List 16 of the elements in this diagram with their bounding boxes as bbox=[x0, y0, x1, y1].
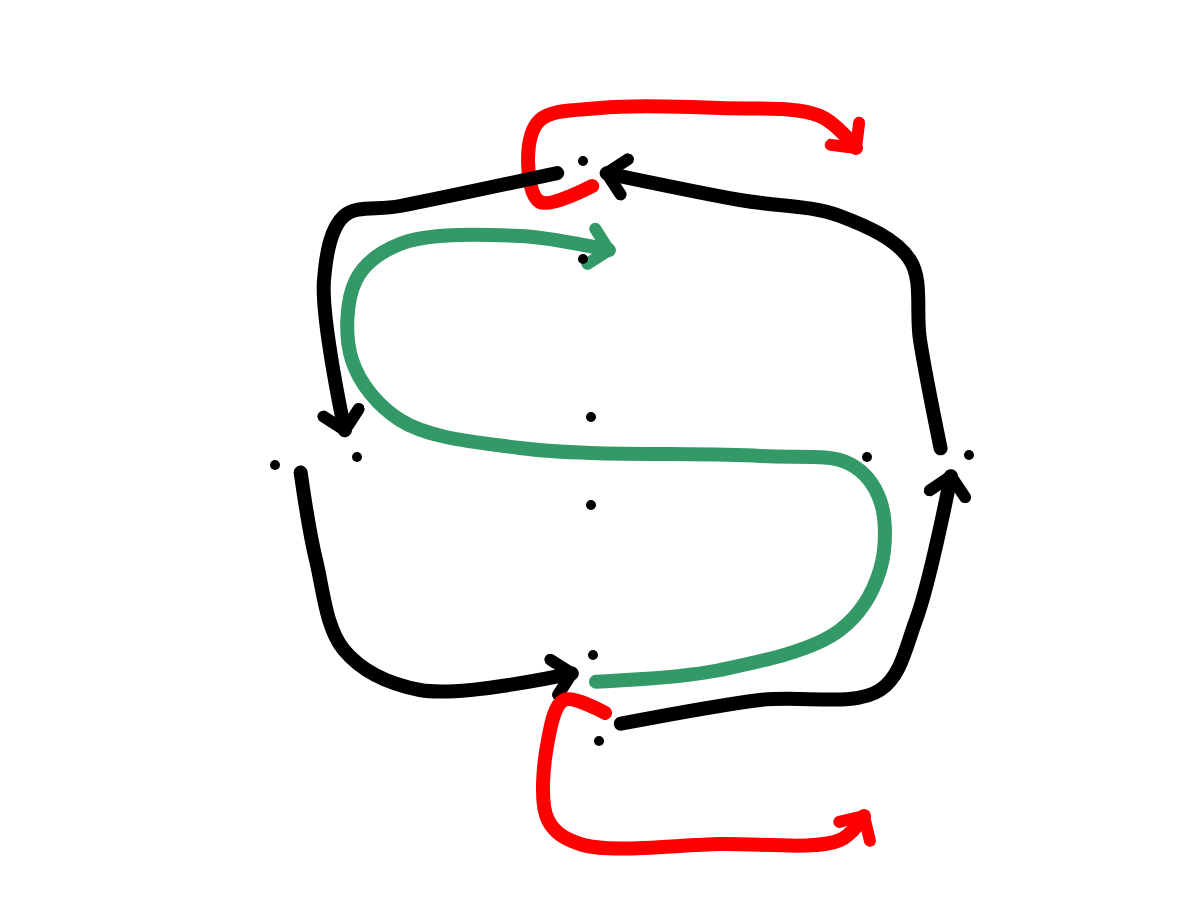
dot bbox=[585, 499, 595, 509]
dot bbox=[585, 411, 595, 421]
dot bbox=[577, 253, 587, 263]
dot bbox=[577, 155, 587, 165]
curved-arrow bbox=[340, 222, 892, 689]
dot bbox=[593, 735, 603, 745]
curved-arrow bbox=[599, 153, 948, 456]
dot bbox=[351, 451, 361, 461]
curved-arrow bbox=[613, 469, 972, 731]
curved-arrow bbox=[316, 166, 565, 438]
dot bbox=[269, 459, 279, 469]
dot bbox=[963, 449, 973, 459]
curved-arrow bbox=[535, 692, 876, 856]
curved-arrow bbox=[521, 99, 865, 210]
dot bbox=[861, 451, 871, 461]
dot bbox=[587, 649, 597, 659]
